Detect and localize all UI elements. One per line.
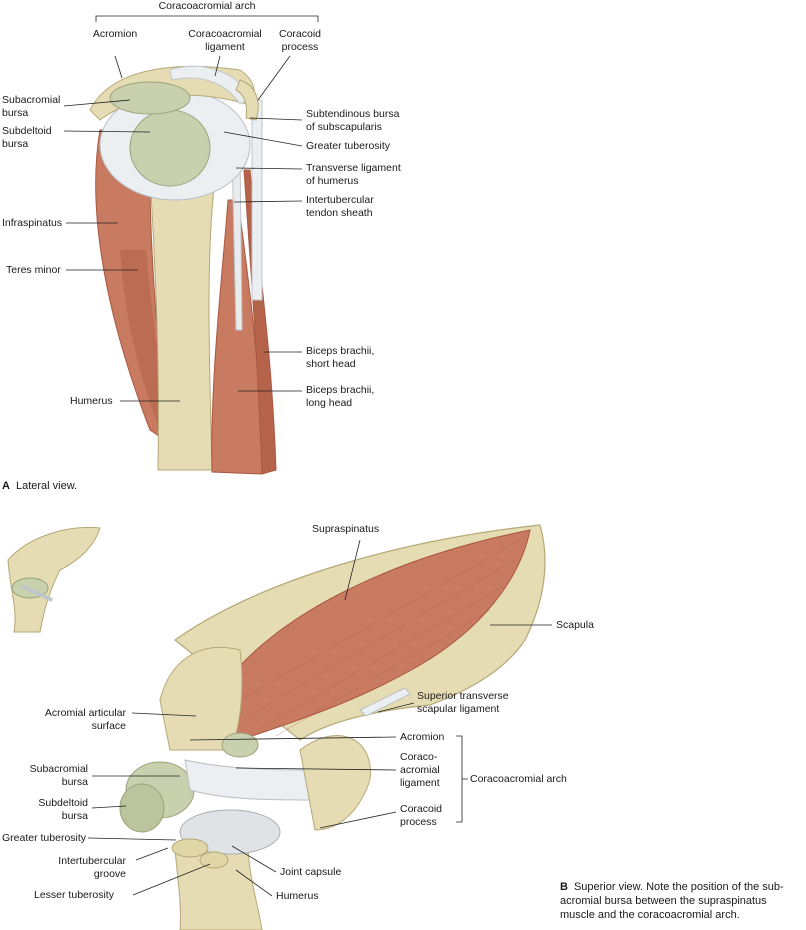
caption-a: A Lateral view. <box>2 479 77 493</box>
label-greater-tuberosity-a: Greater tuberosity <box>306 140 391 152</box>
humerus-shaft <box>149 174 216 471</box>
label-acromion-a: Acromion <box>92 28 138 40</box>
label-greater-tuberosity-b: Greater tuberosity <box>2 832 87 844</box>
short-head-tendon <box>251 99 263 301</box>
caption-b-letter: B <box>560 881 568 893</box>
caption-a-letter: A <box>2 480 10 492</box>
label-intertubercular-groove: Intertubercular groove <box>58 855 126 880</box>
arch-bracket-a <box>95 15 319 22</box>
label-biceps-short: Biceps brachii, short head <box>306 345 375 370</box>
label-subacromial-bursa-b: Subacromial bursa <box>29 763 88 788</box>
label-acromial-articular: Acromial articular surface <box>44 707 126 732</box>
bursa-upper-b <box>221 732 259 758</box>
greater-tuberosity-b <box>171 838 209 858</box>
coracoid-bone-b <box>299 735 371 831</box>
label-coracoacromial-ligament-a: Coracoacromial ligament <box>188 28 262 53</box>
label-scapula: Scapula <box>556 619 594 631</box>
label-acromion-b: Acromion <box>400 731 445 743</box>
caption-b-text: Superior view. Note the position of the … <box>560 881 784 921</box>
label-teres-minor: Teres minor <box>6 264 61 276</box>
label-infraspinatus: Infraspinatus <box>2 217 63 229</box>
caption-a-text: Lateral view. <box>15 480 78 492</box>
label-lesser-tuberosity: Lesser tuberosity <box>34 889 114 901</box>
leader-lines-a <box>63 55 303 402</box>
label-humerus-b: Humerus <box>276 890 319 902</box>
label-intertubercular-sheath: Intertubercular tendon sheath <box>306 194 374 219</box>
subdeltoid-bursa-b <box>119 783 165 833</box>
label-coracoacromial-arch-a: Coracoacromial arch <box>158 0 256 12</box>
subacromial-bursa-shape <box>109 81 191 115</box>
orientation-thumbnail <box>7 527 101 633</box>
arch-bracket-b <box>456 735 468 823</box>
label-coracoid-process-b: Coracoid process <box>400 803 443 828</box>
label-humerus-a: Humerus <box>70 395 113 407</box>
label-biceps-long: Biceps brachii, long head <box>306 384 375 409</box>
label-transverse-ligament: Transverse ligament of humerus <box>306 162 401 187</box>
label-coracoid-process-a: Coracoid process <box>278 28 322 53</box>
lesser-tuberosity-b <box>199 851 229 869</box>
coracoacromial-ligament-b <box>184 759 321 801</box>
label-subdeltoid-bursa-b: Subdeltoid bursa <box>38 797 88 822</box>
label-subtendinous-bursa: Subtendinous bursa of subscapularis <box>306 108 400 133</box>
label-supraspinatus: Supraspinatus <box>312 523 380 535</box>
label-coraco-acromial-ligament-b: Coraco- acromial ligament <box>400 751 440 789</box>
figure-b-illustration <box>7 524 552 930</box>
superior-transverse-ligament <box>359 687 411 717</box>
muscle-fibers <box>239 539 521 737</box>
label-joint-capsule: Joint capsule <box>280 866 342 878</box>
figure-a-illustration <box>63 15 319 475</box>
subdeltoid-bursa-shape <box>129 109 211 187</box>
leader-lines-b <box>87 539 552 897</box>
teres-minor-muscle <box>120 250 168 430</box>
label-subdeltoid-bursa-a: Subdeltoid bursa <box>2 125 52 150</box>
label-subacromial-bursa-a: Subacromial bursa <box>2 94 61 119</box>
label-superior-transverse: Superior transverse scapular ligament <box>417 690 509 715</box>
coracoid-bone <box>235 79 259 121</box>
label-coracoacromial-arch-b: Coracoacromial arch <box>470 773 567 785</box>
